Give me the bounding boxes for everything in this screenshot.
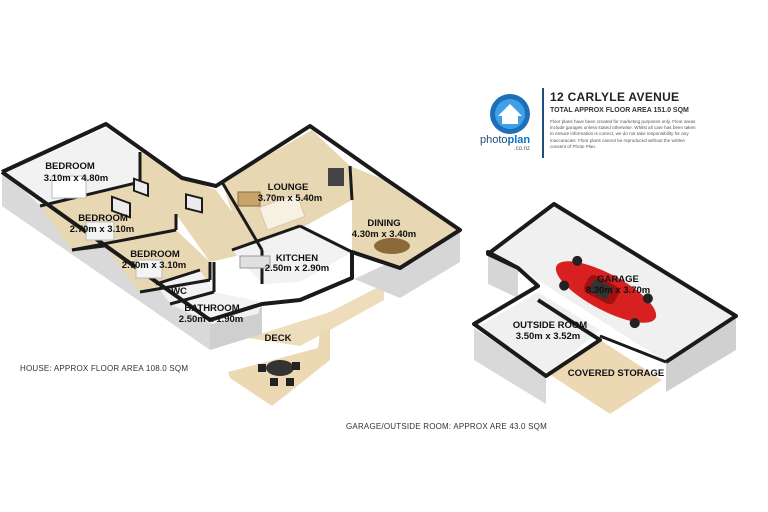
dining-table <box>374 238 410 254</box>
deck-name: DECK <box>265 333 292 344</box>
house-icon <box>490 94 530 134</box>
garage-size: 8.30m x 3.70m <box>586 285 650 296</box>
sofa <box>237 191 261 207</box>
logo-domain: .co.nz <box>514 146 531 152</box>
bathroom-floor <box>170 292 262 324</box>
house-area-note: HOUSE: APPROX FLOOR AREA 108.0 SQM <box>20 364 189 373</box>
outside-room-size: 3.50m x 3.52m <box>516 331 580 342</box>
lounge-floor <box>222 130 352 250</box>
tv-unit <box>328 168 344 186</box>
wc-name: WC <box>171 286 187 297</box>
deck-table <box>266 360 294 376</box>
car <box>555 255 657 329</box>
disclaimer-text: Floor plans have been created for market… <box>550 119 696 149</box>
kitchen-name: KITCHEN <box>276 253 318 264</box>
bed-3 <box>135 259 163 279</box>
outside-room-name: OUTSIDE ROOM <box>513 320 588 331</box>
dining-size: 4.30m x 3.40m <box>352 229 416 240</box>
bedroom-2-size: 2.70m x 3.10m <box>70 224 134 235</box>
bedroom-3-size: 2.70m x 3.10m <box>122 260 186 271</box>
garage-wall-side-right <box>666 318 736 392</box>
garage-outer-wall <box>486 202 738 364</box>
bathroom-size: 2.50m x 1.90m <box>179 314 243 325</box>
deck-chairs <box>258 362 300 386</box>
outside-room-floor <box>476 292 600 376</box>
dining-name: DINING <box>367 218 400 229</box>
logo-brand-a: photo <box>480 134 508 146</box>
logo-brand-b: plan <box>507 134 531 146</box>
garage-divider <box>599 334 667 364</box>
garage-area-note: GARAGE/OUTSIDE ROOM: APPROX ARE 43.0 SQM <box>346 422 547 431</box>
garage-plan <box>472 202 738 414</box>
property-address: 12 CARLYLE AVENUE <box>550 90 680 104</box>
bedroom-1-floor <box>6 128 140 206</box>
header-divider <box>542 88 544 158</box>
logo-wordmark: photoplan <box>480 134 530 146</box>
kitchen-size: 2.50m x 2.90m <box>265 263 329 274</box>
outside-room-wall-side <box>474 328 546 404</box>
furniture <box>51 168 410 386</box>
bed-1 <box>51 175 87 199</box>
bathroom-name: BATHROOM <box>184 303 239 314</box>
outside-room-wall <box>472 250 602 378</box>
lounge-name: LOUNGE <box>268 182 309 193</box>
garage-name: GARAGE <box>597 274 639 285</box>
lounge-size: 3.70m x 5.40m <box>258 193 322 204</box>
house-outer-wall <box>0 122 462 322</box>
deck-floor-extension <box>248 284 384 346</box>
kitchen-bench <box>239 255 271 269</box>
total-floor-area: TOTAL APPROX FLOOR AREA 151.0 SQM <box>550 107 689 114</box>
house-plan <box>0 122 462 406</box>
bedroom-1-size: 3.10m x 4.80m <box>44 173 108 184</box>
wardrobes <box>111 177 203 219</box>
rug <box>258 193 306 231</box>
bedroom-2-name: BEDROOM <box>78 213 128 224</box>
interior-walls <box>39 152 354 306</box>
bedroom-1-name: BEDROOM <box>45 161 95 172</box>
bed-2 <box>85 221 115 241</box>
covered-storage-name: COVERED STORAGE <box>568 368 664 379</box>
photoplan-logo: photoplan .co.nz <box>478 84 542 164</box>
bedroom-3-name: BEDROOM <box>130 249 180 260</box>
plan-header: photoplan .co.nz 12 CARLYLE AVENUE TOTAL… <box>478 84 758 174</box>
